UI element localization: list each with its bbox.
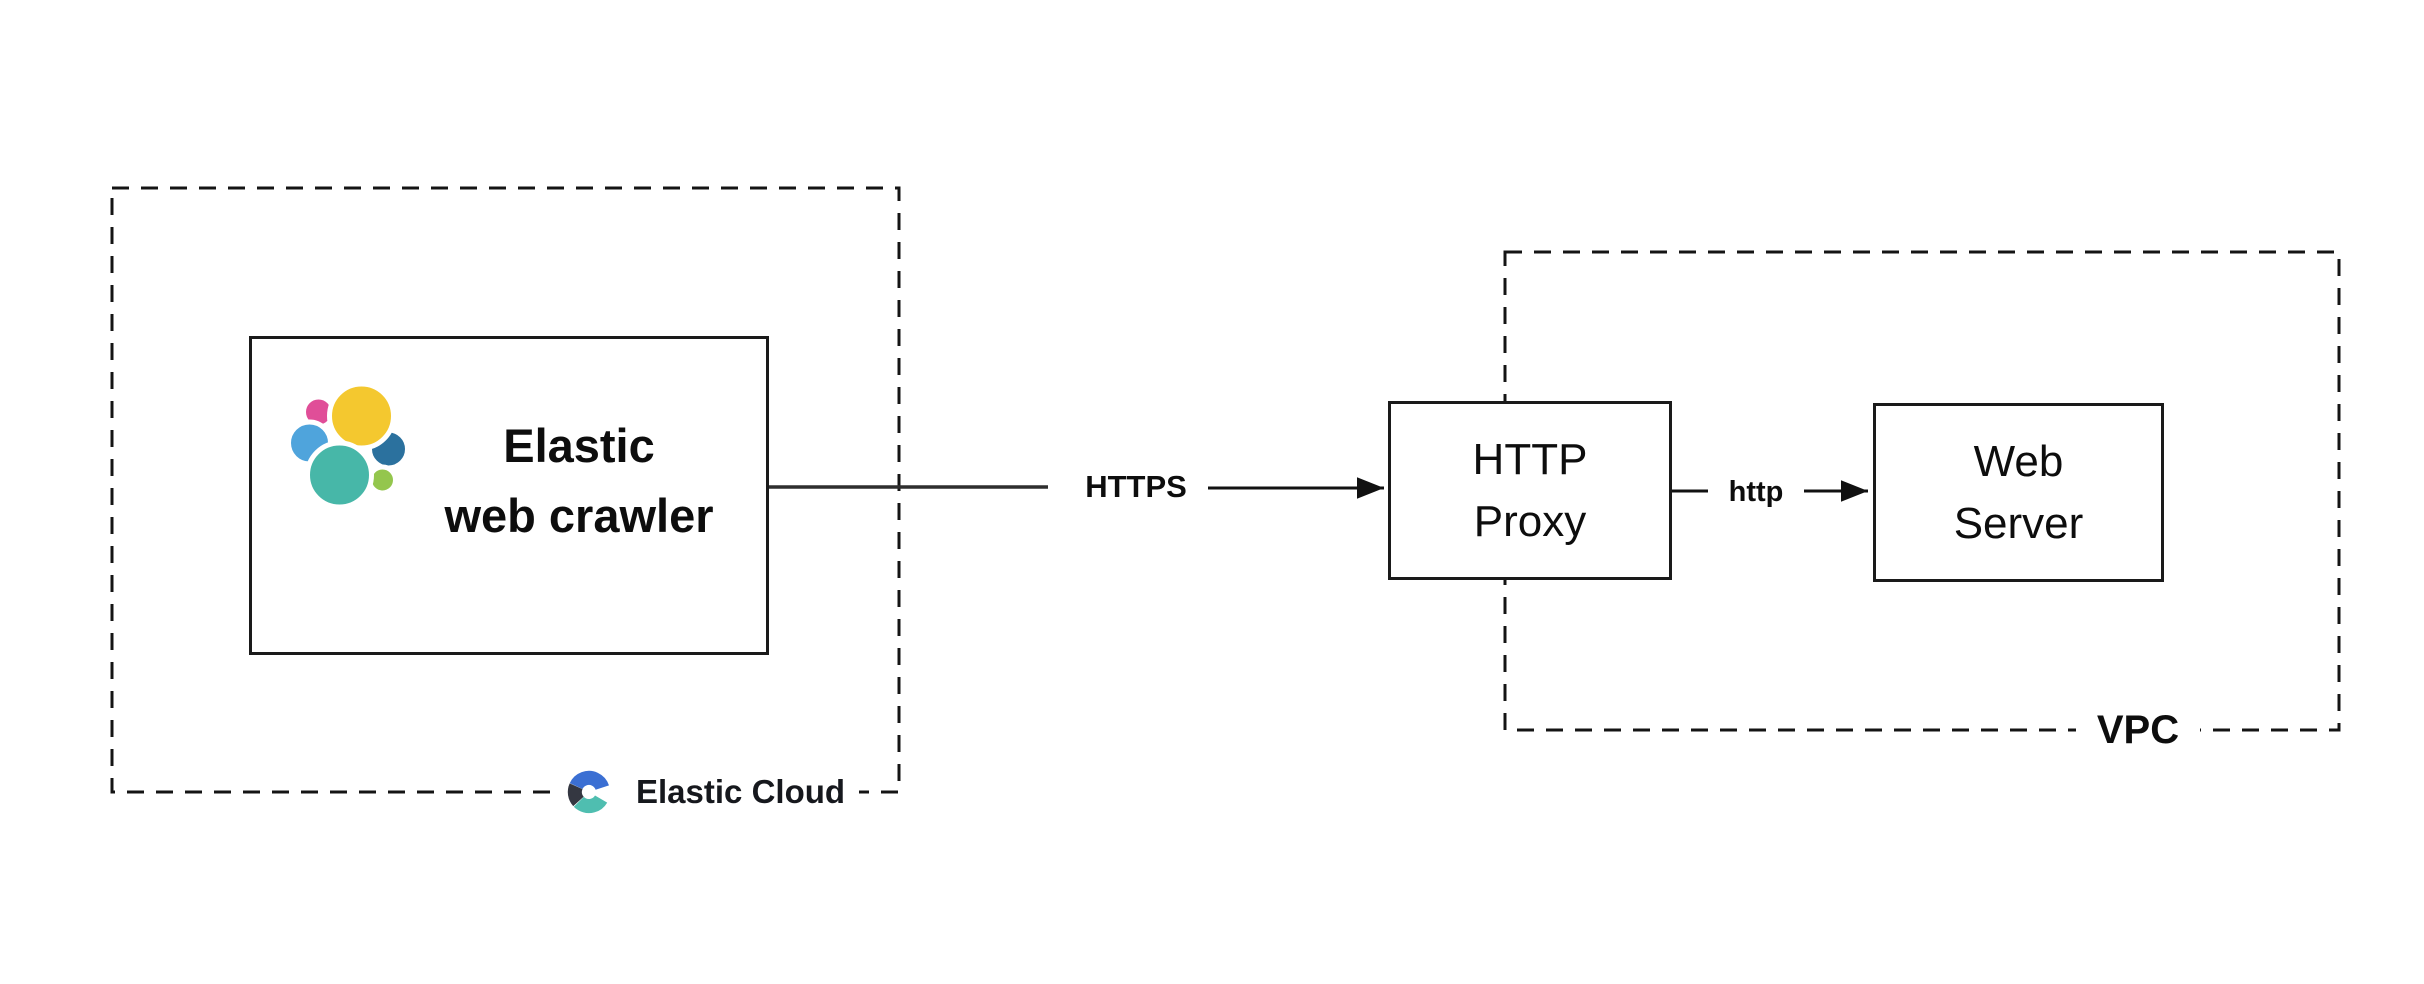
crawler-label-line2: web crawler [444,489,714,542]
http-edge-label: http [1728,476,1784,508]
proxy-node-label: HTTP Proxy [1391,404,1669,577]
crawler-label-line1: Elastic [503,419,655,472]
proxy-label-line2: Proxy [1473,496,1587,546]
elastic-cloud-logo-dark-arc [567,770,611,814]
web-server-node-label: Web Server [1876,406,2161,579]
elastic-cloud-logo-teal-arc [567,770,611,814]
elastic-cloud-label: Elastic Cloud [636,773,846,810]
elastic-logo-yellow-blob [327,381,396,451]
proxy-label-line1: HTTP [1472,434,1588,484]
elastic-cloud-logo-icon [567,770,611,814]
elastic-logo-teal-blob [305,440,374,510]
elastic-cloud-badge: Elastic Cloud [550,756,860,828]
elastic-web-crawler-node: Elastic web crawler [249,336,769,655]
http-proxy-node: HTTP Proxy [1388,401,1672,580]
crawler-node-label: Elastic web crawler [400,411,758,551]
elastic-logo-icon [286,381,410,510]
elastic-cloud-boundary [110,186,901,794]
web-server-label-line1: Web [1973,436,2064,486]
elastic-cloud-logo-blue-arc [567,770,611,814]
vpc-label: VPC [2076,704,2200,756]
https-edge-label: HTTPS [1085,469,1187,504]
web-server-label-line2: Server [1953,498,2084,548]
web-server-node: Web Server [1873,403,2164,582]
